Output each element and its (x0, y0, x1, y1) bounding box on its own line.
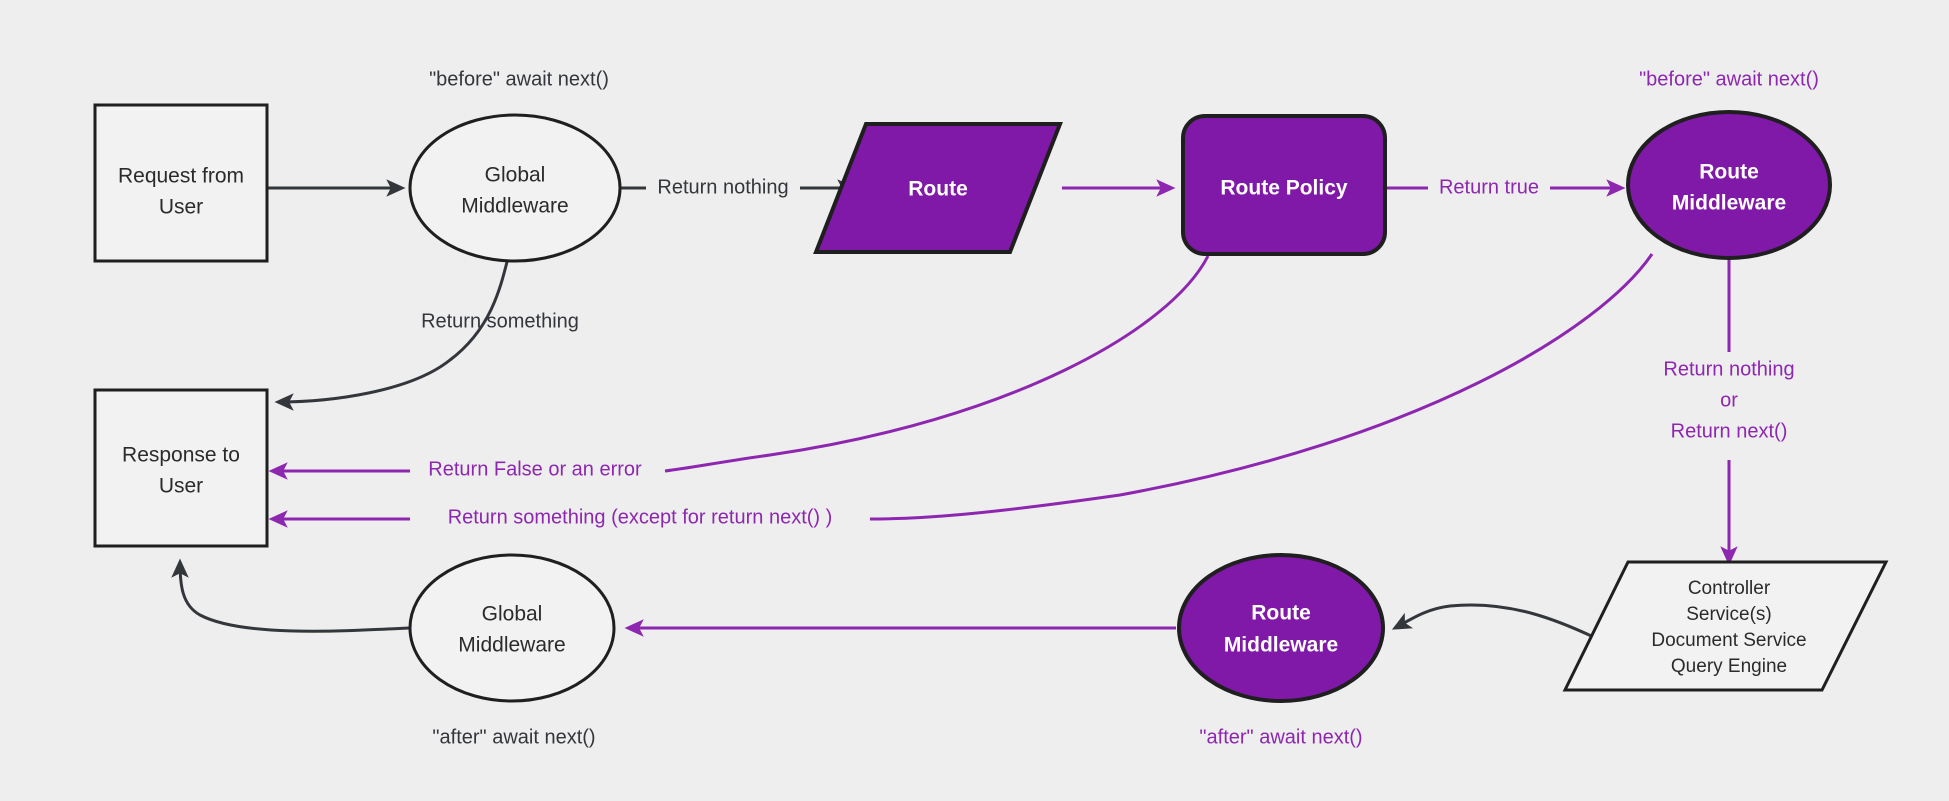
edge-route-middleware-to-response (869, 253, 1654, 521)
request-from-user-label-line1: Request from (118, 165, 244, 188)
edge-global-middleware-to-response (274, 257, 510, 411)
request-from-user-label-line2: User (159, 196, 203, 219)
edge-label-return-false-or-error: Return False or an error (428, 458, 642, 480)
route-middleware-bottom-label-line2: Middleware (1224, 634, 1338, 657)
route-middleware-top-label-line1: Route (1699, 161, 1759, 184)
route-middleware-top-label-line2: Middleware (1672, 192, 1786, 215)
controller-stack-label-line2: Service(s) (1686, 604, 1772, 625)
global-middleware-bottom-label-line2: Middleware (458, 634, 565, 657)
global-middleware-bottom-ellipse (408, 553, 616, 703)
route-middleware-top-ellipse (1626, 110, 1832, 260)
annotation-before-await-next-global: "before" await next() (429, 68, 609, 90)
edge-label-return-something-except: Return something (except for return next… (448, 506, 833, 528)
route-parallelogram (813, 122, 1063, 254)
route-middleware-bottom-label-line1: Route (1251, 602, 1311, 625)
edge-label-return-nothing: Return nothing (657, 176, 788, 198)
edge-controller-to-route-middleware-bottom (1391, 603, 1611, 647)
node-route-middleware-top[interactable]: Route Middleware (1626, 110, 1832, 260)
node-response-to-user[interactable]: Response to User (93, 388, 269, 548)
route-middleware-bottom-ellipse (1177, 553, 1385, 703)
node-route-policy[interactable]: Route Policy (1181, 114, 1387, 256)
edge-label-return-nothing-or-next-line1: Return nothing (1663, 358, 1794, 380)
node-request-from-user[interactable]: Request from User (93, 103, 269, 263)
edge-label-return-true: Return true (1439, 176, 1539, 198)
controller-stack-parallelogram (1562, 560, 1889, 692)
node-global-middleware-top[interactable]: Global Middleware (408, 113, 622, 263)
route-policy-box (1181, 114, 1387, 256)
edge-label-return-nothing-or-next-line2: or (1720, 389, 1738, 411)
annotation-after-await-next-route: "after" await next() (1199, 726, 1362, 748)
node-route-middleware-bottom[interactable]: Route Middleware (1177, 553, 1385, 703)
controller-stack-label-line3: Document Service (1651, 630, 1806, 651)
route-label: Route (908, 178, 968, 201)
global-middleware-bottom-label-line1: Global (482, 603, 543, 626)
node-controller-stack[interactable]: Controller Service(s) Document Service Q… (1562, 560, 1889, 692)
controller-stack-label-line1: Controller (1688, 578, 1771, 599)
request-from-user-box (93, 103, 269, 263)
controller-stack-label-line4: Query Engine (1671, 656, 1787, 677)
node-route[interactable]: Route (813, 122, 1063, 254)
response-to-user-label-line2: User (159, 475, 203, 498)
route-policy-label: Route Policy (1220, 177, 1348, 200)
node-global-middleware-bottom[interactable]: Global Middleware (408, 553, 616, 703)
response-to-user-label-line1: Response to (122, 444, 240, 467)
response-to-user-box (93, 388, 269, 548)
edge-global-middleware-bottom-to-response (171, 558, 410, 633)
annotation-after-await-next-global: "after" await next() (432, 726, 595, 748)
global-middleware-top-label-line2: Middleware (461, 195, 568, 218)
edge-label-return-something: Return something (421, 310, 579, 332)
edge-route-policy-to-response (664, 255, 1210, 473)
global-middleware-top-label-line1: Global (485, 164, 546, 187)
annotation-before-await-next-route: "before" await next() (1639, 68, 1819, 90)
edge-label-return-nothing-or-next-line3: Return next() (1671, 420, 1788, 442)
global-middleware-top-ellipse (408, 113, 622, 263)
